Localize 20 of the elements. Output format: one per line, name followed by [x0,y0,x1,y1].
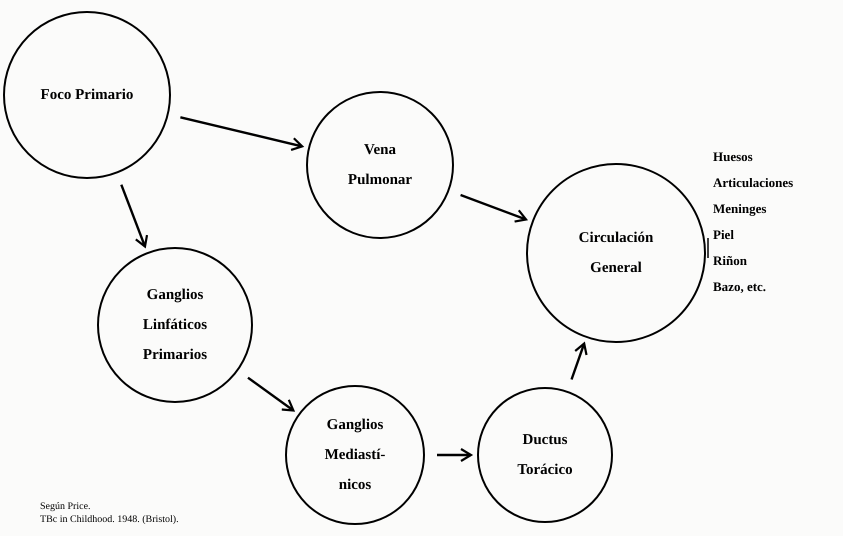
source-note: TBc in Childhood. 1948. (Bristol). [40,513,179,526]
arrow [120,184,148,248]
source-note: Según Price. [40,500,92,513]
arrow [247,376,294,412]
organ-label: Bazo, etc. [713,278,768,295]
arrow [570,342,588,380]
organ-label: Riñon [713,252,748,269]
node-label: Circulación General [578,229,654,278]
organ-label: Piel [713,226,735,243]
node-label: Ductus Torácico [516,431,574,480]
arrow [437,448,472,462]
node-label: Foco Primario [40,86,134,105]
node-label: Vena Pulmonar [346,141,414,190]
organ-label: Articulaciones [713,174,794,191]
arrow [460,194,528,223]
organ-label: Huesos [713,148,754,165]
node-label: Ganglios Linfáticos Primarios [142,286,208,365]
arrow [180,116,304,152]
node-label: Ganglios Mediastí- nicos [324,416,386,495]
organ-label: Meninges [713,200,768,217]
